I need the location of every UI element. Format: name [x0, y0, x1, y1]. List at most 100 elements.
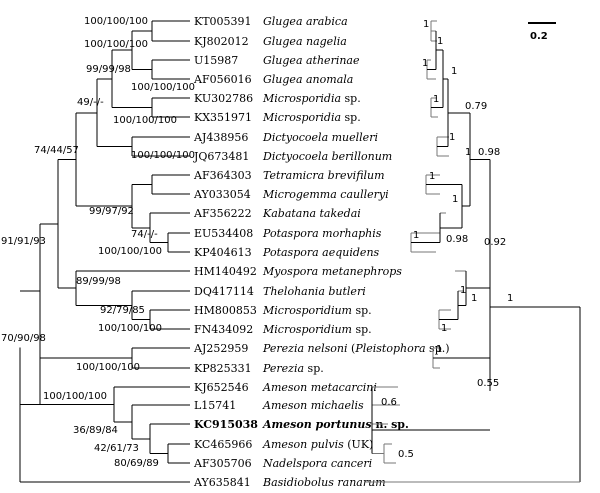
left-support-label: 100/100/100 — [76, 362, 140, 373]
left-support-values: 100/100/100 100/100/100 99/99/98 100/100… — [1, 16, 195, 469]
taxon-name: Microgemma caulleryi — [262, 188, 389, 201]
right-support-label: 1 — [449, 132, 455, 143]
taxon-accession: KJ802012 — [194, 35, 249, 48]
right-support-label: 1 — [423, 19, 429, 30]
left-support-label: 91/91/93 — [1, 236, 46, 247]
taxon-accession: AF364303 — [193, 169, 252, 182]
taxon-name: Ameson pulvis (UK) — [262, 438, 373, 451]
taxon-name: Glugea anomala — [263, 73, 353, 86]
taxon-name: Microsporidium sp. — [262, 323, 372, 336]
left-support-label: 100/100/100 — [98, 323, 162, 334]
taxon-accession: L15741 — [194, 399, 236, 412]
taxon-name: Potaspora aequidens — [262, 246, 380, 259]
taxon-accession: AY033054 — [193, 188, 251, 201]
right-support-label: 0.6 — [381, 397, 397, 408]
left-support-label: 100/100/100 — [84, 16, 148, 27]
taxon-name: Basidiobolus ranarum — [262, 476, 386, 489]
taxon-accession: AF356222 — [193, 207, 252, 220]
right-support-label: 1 — [471, 293, 477, 304]
taxon-name: Ameson metacarcini — [262, 381, 377, 394]
taxon-name: Perezia nelsoni (Pleistophora sp.) — [262, 342, 450, 355]
taxon-name: Glugea arabica — [263, 15, 348, 28]
taxon-accession: KJ652546 — [194, 381, 249, 394]
taxon-name: Thelohania butleri — [263, 285, 366, 298]
right-support-label: 0.98 — [478, 147, 500, 158]
left-support-label: 36/89/84 — [73, 425, 118, 436]
left-support-label: 80/69/89 — [114, 458, 159, 469]
scale-bar-label: 0.2 — [530, 31, 548, 42]
taxon-name: Perezia sp. — [262, 362, 324, 375]
taxon-accession: KT005391 — [194, 15, 252, 28]
right-support-label: 1 — [433, 94, 439, 105]
right-support-label: 1 — [436, 344, 442, 355]
taxon-name: Dictyocoela berillonum — [262, 150, 392, 163]
taxon-accession: KP404613 — [194, 246, 252, 259]
left-support-label: 100/100/100 — [113, 115, 177, 126]
taxon-accession: FN434092 — [194, 323, 253, 336]
left-support-label: 100/100/100 — [98, 246, 162, 257]
left-support-label: 100/100/100 — [43, 391, 107, 402]
right-support-label: 0.79 — [465, 101, 487, 112]
left-support-label: 99/97/92 — [89, 206, 134, 217]
right-support-label: 1 — [441, 323, 447, 334]
right-support-label: 1 — [429, 171, 435, 182]
right-support-label: 1 — [460, 285, 466, 296]
left-tree-branches — [19, 20, 190, 483]
left-support-label: 74/-/- — [131, 229, 158, 240]
right-support-values: 1 1 1 1 1 0.79 1 1 1 0.98 1 0.98 1 1 1 0… — [381, 19, 513, 460]
left-support-label: 89/99/98 — [76, 276, 121, 287]
right-support-label: 1 — [451, 66, 457, 77]
taxon-name: Myospora metanephrops — [262, 265, 402, 278]
taxon-name: Tetramicra brevifilum — [263, 169, 385, 182]
taxon-name: Ameson portunus n. sp. — [262, 418, 409, 431]
right-support-label: 1 — [413, 230, 419, 241]
left-support-label: 99/99/98 — [86, 64, 131, 75]
right-support-label: 1 — [452, 194, 458, 205]
taxon-accession: KC465966 — [194, 438, 252, 451]
right-tree-branches — [365, 20, 581, 483]
taxon-name: Dictyocoela muelleri — [262, 131, 378, 144]
right-support-label: 1 — [507, 293, 513, 304]
taxon-name: Ameson michaelis — [262, 399, 364, 412]
taxon-accession: AJ438956 — [193, 131, 248, 144]
taxon-name: Potaspora morhaphis — [262, 227, 382, 240]
taxon-accession: KX351971 — [194, 111, 252, 124]
taxon-name: Glugea nagelia — [263, 35, 347, 48]
taxon-accession: HM140492 — [194, 265, 257, 278]
left-support-label: 100/100/100 — [84, 39, 148, 50]
taxon-accession: AY635841 — [193, 476, 251, 489]
taxon-name: Microsporidia sp. — [262, 111, 361, 124]
taxon-name: Glugea atherinae — [263, 54, 360, 67]
taxon-accession: HM800853 — [194, 304, 257, 317]
right-support-label: 1 — [465, 147, 471, 158]
taxon-accession: AJ252959 — [193, 342, 248, 355]
taxon-accession: EU534408 — [194, 227, 253, 240]
taxon-name: Nadelspora canceri — [262, 457, 372, 470]
taxon-name: Kabatana takedai — [262, 207, 361, 220]
taxon-accession: AF305706 — [193, 457, 252, 470]
scale-bar: 0.2 — [528, 22, 556, 42]
taxon-name: Microsporidium sp. — [262, 304, 372, 317]
left-support-label: 92/79/85 — [100, 305, 145, 316]
right-support-label: 0.55 — [477, 378, 499, 389]
taxon-accession: U15987 — [194, 54, 238, 67]
right-support-label: 1 — [437, 36, 443, 47]
left-support-label: 74/44/57 — [34, 145, 79, 156]
right-support-label: 0.98 — [446, 234, 468, 245]
right-support-label: 0.5 — [398, 449, 414, 460]
taxon-accession: KU302786 — [194, 92, 253, 105]
taxon-name: Microsporidia sp. — [262, 92, 361, 105]
left-support-label: 42/61/73 — [94, 443, 139, 454]
left-support-label: 49/-/- — [77, 97, 104, 108]
taxon-accession: AF056016 — [193, 73, 252, 86]
taxon-accession: KP825331 — [194, 362, 252, 375]
right-support-label: 0.92 — [484, 237, 506, 248]
left-support-label: 70/90/98 — [1, 333, 46, 344]
taxon-accession: KC915038 — [194, 418, 258, 431]
taxon-accession: JQ673481 — [193, 150, 249, 163]
right-support-label: 1 — [422, 58, 428, 69]
taxon-accession: DQ417114 — [194, 285, 254, 298]
left-support-label: 100/100/100 — [131, 150, 195, 161]
